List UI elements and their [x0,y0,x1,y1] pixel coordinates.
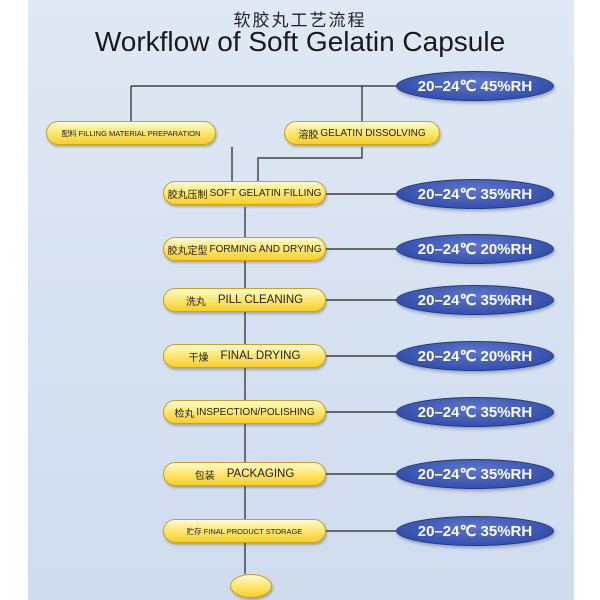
step-label-cn: 贮存 [186,526,202,536]
step-label-cn: 配料 [61,128,77,138]
step-label-cn: 干燥 [188,352,209,364]
step-label-cn: 溶胶 [298,129,319,141]
connector-dissolve-elbow [257,147,363,181]
step-label-en: FINAL PRODUCT STORAGE [203,526,303,536]
title-english: Workflow of Soft Gelatin Capsule [94,26,506,57]
step-soft-gelatin-filling: 胶丸压制 SOFT GELATIN FILLING [163,181,326,205]
condition-oval-packaging: 20–24℃ 35%RH [396,459,554,489]
step-packaging: 包装 PACKAGING [163,462,326,486]
step-final-product-storage: 贮存 FINAL PRODUCT STORAGE [163,519,326,543]
step-label-en: GELATIN DISSOLVING [320,127,426,139]
condition-oval-cleaning: 20–24℃ 35%RH [396,285,554,315]
step-label-en: SOFT GELATIN FILLING [209,187,322,199]
step-label-cn: 胶丸定型 [167,245,208,257]
condition-oval-storage: 20–24℃ 35%RH [396,516,554,546]
condition-oval-forming: 20–24℃ 20%RH [396,234,554,264]
step-label-cn: 检丸 [174,408,195,420]
step-final-drying: 干燥 FINAL DRYING [163,344,326,368]
step-inspection-polishing: 检丸 INSPECTION/POLISHING [163,400,326,424]
step-label-en: INSPECTION/POLISHING [196,406,315,418]
step-label-en: FORMING AND DRYING [209,243,322,255]
step-label-cn: 包装 [194,470,215,482]
step-filling-material-preparation: 配料 FILLING MATERIAL PREPARATION [46,121,216,145]
step-pill-cleaning: 洗丸 PILL CLEANING [163,288,326,312]
step-label-en: FILLING MATERIAL PREPARATION [78,128,201,138]
step-label-en: PILL CLEANING [217,294,304,306]
step-label-cn: 胶丸压制 [167,189,208,201]
condition-oval-filling: 20–24℃ 35%RH [396,179,554,209]
condition-oval-final-drying: 20–24℃ 20%RH [396,341,554,371]
step-forming-and-drying: 胶丸定型 FORMING AND DRYING [163,237,326,261]
step-label-cn: 洗丸 [185,296,206,308]
title-chinese: 软胶丸工艺流程 [233,11,367,31]
condition-oval-preparation: 20–24℃ 45%RH [396,71,554,101]
step-label-en: FINAL DRYING [220,350,301,362]
step-gelatin-dissolving: 溶胶 GELATIN DISSOLVING [284,121,440,145]
flow-end-terminal [230,574,272,598]
step-label-en: PACKAGING [226,468,295,480]
condition-oval-inspection: 20–24℃ 35%RH [396,397,554,427]
